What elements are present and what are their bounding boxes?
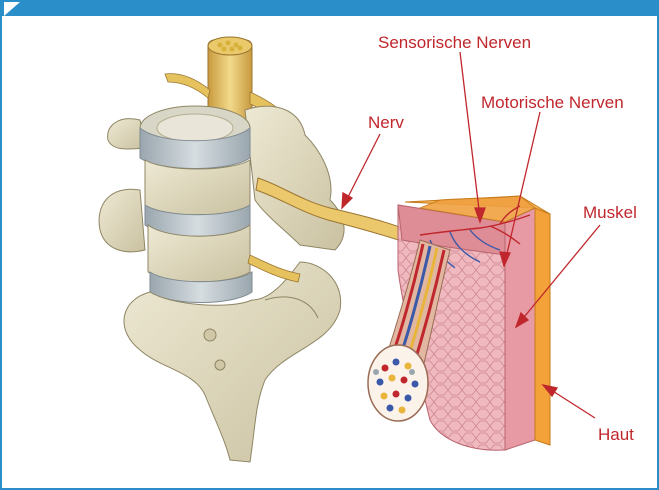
label-motor-nerves: Motorische Nerven	[481, 93, 624, 112]
vertebral-column	[99, 106, 344, 462]
label-muscle: Muskel	[583, 203, 637, 222]
label-sensory-nerves: Sensorische Nerven	[378, 33, 531, 52]
label-nerve: Nerv	[368, 113, 404, 132]
label-skin: Haut	[598, 425, 634, 444]
